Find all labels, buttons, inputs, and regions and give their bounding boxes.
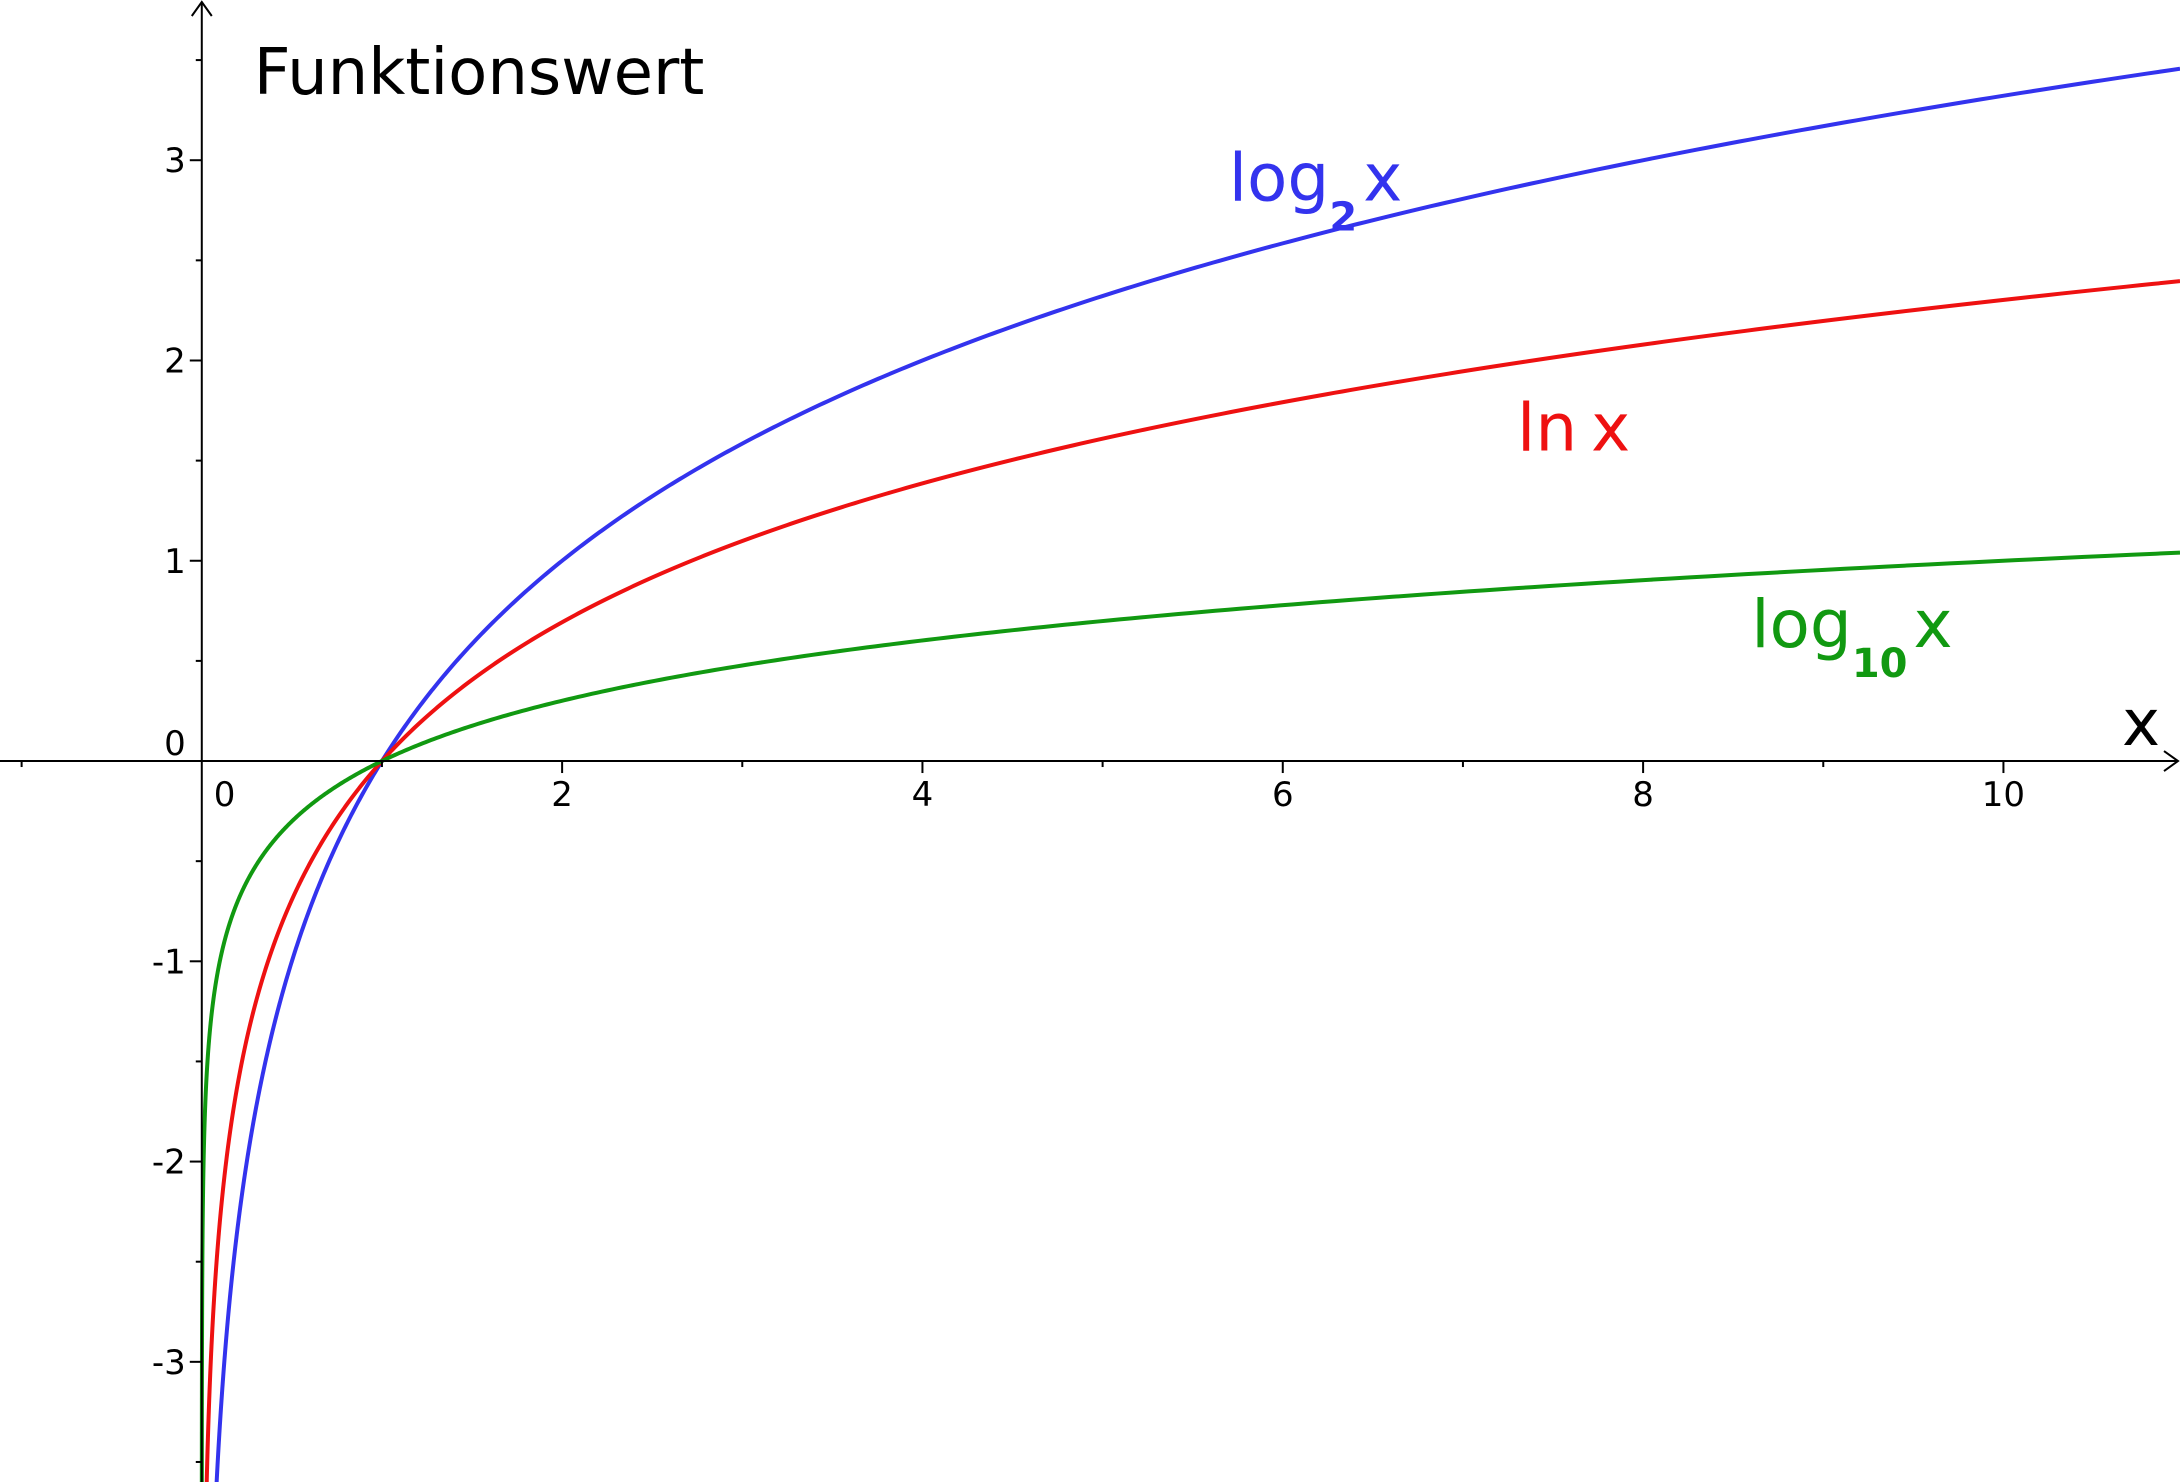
curve-label-log10: log10x: [1751, 586, 1952, 687]
tick-labels: 0 2 4 6 8 10 -3 -2 -1 0 1 2 3: [152, 141, 2025, 1383]
curve-log2: [214, 66, 2180, 1482]
y-tick-label: -2: [152, 1143, 186, 1183]
tick-marks: [20, 59, 2005, 1463]
x-tick-label: 10: [1982, 775, 2025, 815]
x-tick-label: 6: [1272, 775, 1294, 815]
y-axis-title: Funktionswert: [254, 36, 705, 110]
x-tick-label: 8: [1632, 775, 1654, 815]
curve-ln: [204, 279, 2180, 1482]
y-tick-label: 1: [164, 542, 186, 582]
y-tick-label: 3: [164, 141, 186, 181]
y-tick-label: 0: [164, 724, 186, 764]
y-axis-arrowhead: [190, 0, 213, 17]
curves-layer: [199, 66, 2180, 1482]
y-tick-label: -3: [152, 1343, 186, 1383]
curve-label-log2: log2x: [1229, 139, 1403, 240]
x-axis-arrowhead: [2163, 750, 2180, 772]
x-axis-title: x: [2122, 687, 2160, 761]
y-tick-label: -1: [152, 942, 186, 982]
x-tick-label: 2: [551, 775, 573, 815]
y-tick-label: 2: [164, 341, 186, 381]
curve-log10: [199, 550, 2180, 1482]
x-tick-label: 4: [912, 775, 934, 815]
x-tick-label: 0: [214, 775, 236, 815]
